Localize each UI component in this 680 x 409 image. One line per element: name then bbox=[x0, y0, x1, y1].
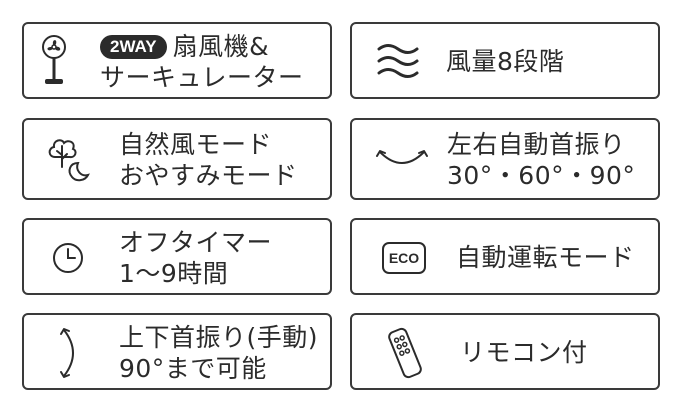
feature-label: 自動運転モード bbox=[456, 243, 635, 272]
feature-card-natural-wind: 自然風モード おやすみモード bbox=[22, 118, 332, 200]
feature-card-auto-mode: ECO 自動運転モード bbox=[350, 218, 660, 295]
fan-icon bbox=[40, 34, 68, 88]
eco-icon: ECO bbox=[382, 242, 426, 274]
feature-label: 自然風モード bbox=[119, 130, 273, 159]
clock-icon bbox=[52, 242, 84, 274]
eco-icon-text: ECO bbox=[388, 250, 420, 266]
feature-sublabel: サーキュレーター bbox=[100, 63, 304, 92]
feature-card-wind: 風量8段階 bbox=[350, 22, 660, 99]
feature-card-vertical-swing: 上下首振り(手動) 90°まで可能 bbox=[22, 313, 332, 390]
feature-sublabel: 90°まで可能 bbox=[119, 354, 267, 383]
feature-label: 上下首振り(手動) bbox=[119, 323, 319, 352]
feature-card-off-timer: オフタイマー 1〜9時間 bbox=[22, 218, 332, 295]
feature-label: リモコン付 bbox=[460, 338, 588, 367]
swing-vertical-icon bbox=[56, 325, 82, 381]
feature-card-horizontal-swing: 左右自動首振り 30°・60°・90° bbox=[350, 118, 660, 200]
feature-card-remote: リモコン付 bbox=[350, 313, 660, 390]
wind-icon bbox=[376, 41, 420, 81]
feature-sublabel: 1〜9時間 bbox=[119, 259, 229, 288]
tree-moon-icon bbox=[46, 133, 90, 187]
feature-sublabel: 30°・60°・90° bbox=[447, 161, 636, 190]
feature-label: オフタイマー bbox=[119, 228, 273, 257]
remote-icon bbox=[388, 325, 422, 381]
feature-label: 左右自動首振り bbox=[447, 130, 626, 159]
feature-label: 風量8段階 bbox=[446, 47, 565, 76]
feature-sublabel: おやすみモード bbox=[119, 161, 298, 190]
swing-horizontal-icon bbox=[374, 144, 430, 174]
twoway-badge: 2WAY bbox=[100, 35, 167, 59]
